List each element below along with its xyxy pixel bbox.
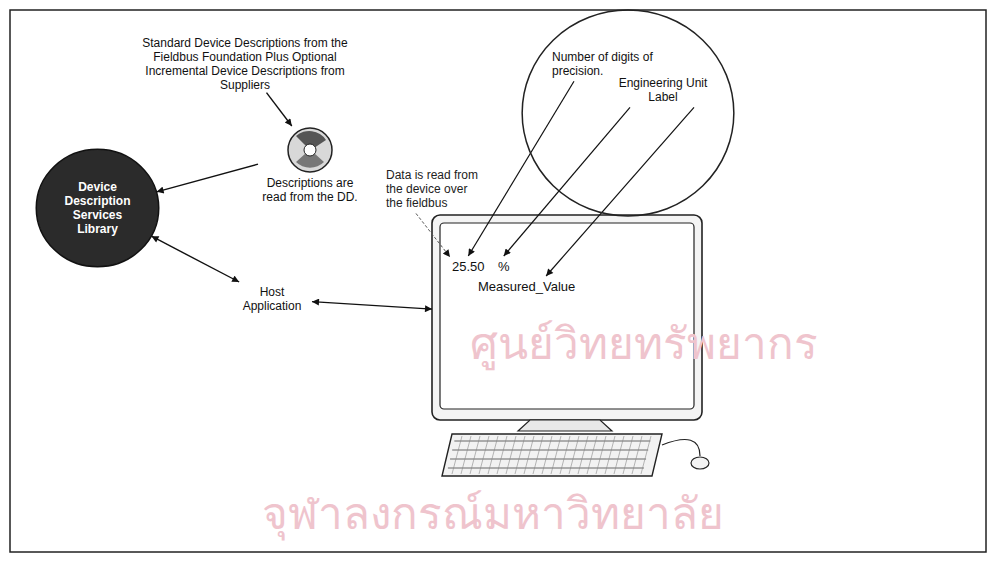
- screen-value: 25.50: [452, 259, 485, 274]
- watermark: จุฬาลงกรณ์มหาวิทยาลัย: [262, 488, 724, 540]
- cd-outline: [288, 128, 332, 172]
- keyboard: [442, 434, 662, 476]
- mouse: [662, 440, 709, 469]
- screen-value: Measured_Value: [478, 279, 575, 294]
- node-text: Host Application: [235, 285, 309, 313]
- key-divider: [569, 436, 579, 474]
- key-divider: [524, 436, 534, 474]
- leader-line: [546, 107, 694, 276]
- library-ellipse: Device Description Services Library: [35, 148, 160, 268]
- key-divider: [596, 436, 606, 474]
- monitor-screen: [440, 223, 694, 409]
- figure-frame: [10, 10, 986, 552]
- ellipse-outline: [520, 8, 736, 218]
- key-divider: [587, 436, 597, 474]
- key-divider: [506, 436, 516, 474]
- key-divider: [515, 436, 525, 474]
- monitor-stand: [518, 420, 612, 431]
- mouse-body: [691, 457, 709, 469]
- leader-line: [468, 81, 574, 256]
- key-divider: [560, 436, 570, 474]
- key-divider: [605, 436, 615, 474]
- data-note: Data is read from the device over the fi…: [386, 168, 486, 210]
- key-divider: [533, 436, 543, 474]
- key-divider: [632, 436, 642, 474]
- node-text: Descriptions are read from the DD.: [258, 176, 362, 204]
- node-text: Standard Device Descriptions from the Fi…: [135, 36, 355, 93]
- key-divider: [479, 436, 489, 474]
- key-row: [448, 468, 644, 469]
- library-text: Device Description Services Library: [56, 180, 140, 237]
- leader-line: [416, 213, 450, 257]
- leader-line: [504, 107, 630, 256]
- connector-arrow: [152, 236, 240, 282]
- key-divider: [497, 436, 507, 474]
- key-divider: [470, 436, 480, 474]
- connector-arrow: [312, 302, 432, 309]
- cd-disc: [288, 128, 332, 172]
- watermark: ศูนย์วิทยทรัพยากร: [470, 318, 818, 370]
- callout-text: Engineering Unit Label: [610, 76, 716, 104]
- key-divider: [461, 436, 471, 474]
- key-divider: [551, 436, 561, 474]
- monitor-case: [432, 215, 702, 420]
- ellipse-shape: [522, 10, 734, 216]
- key-row: [454, 441, 650, 442]
- key-row: [450, 459, 646, 460]
- key-divider: [578, 436, 588, 474]
- keyboard-outline: [442, 434, 662, 476]
- key-divider: [614, 436, 624, 474]
- cd-node: Descriptions are read from the DD.: [258, 126, 362, 204]
- key-divider: [452, 436, 462, 474]
- connector-arrow: [266, 93, 291, 126]
- source-note: Standard Device Descriptions from the Fi…: [135, 36, 355, 93]
- key-divider: [488, 436, 498, 474]
- callout-text: Number of digits of precision.: [552, 50, 664, 78]
- host-application: Host Application: [232, 282, 312, 316]
- key-divider: [542, 436, 552, 474]
- key-divider: [641, 436, 651, 474]
- key-divider: [623, 436, 633, 474]
- cd-hole: [304, 144, 316, 156]
- mouse-cable: [662, 440, 700, 456]
- key-row: [452, 450, 648, 451]
- screen-value: %: [498, 259, 510, 274]
- callout-circle: Number of digits of precision.Engineerin…: [520, 8, 736, 218]
- ellipse-shape: [36, 149, 159, 267]
- connector-arrow: [157, 164, 258, 192]
- monitor-screen-node: 25.50% Measured_Value: [432, 215, 702, 420]
